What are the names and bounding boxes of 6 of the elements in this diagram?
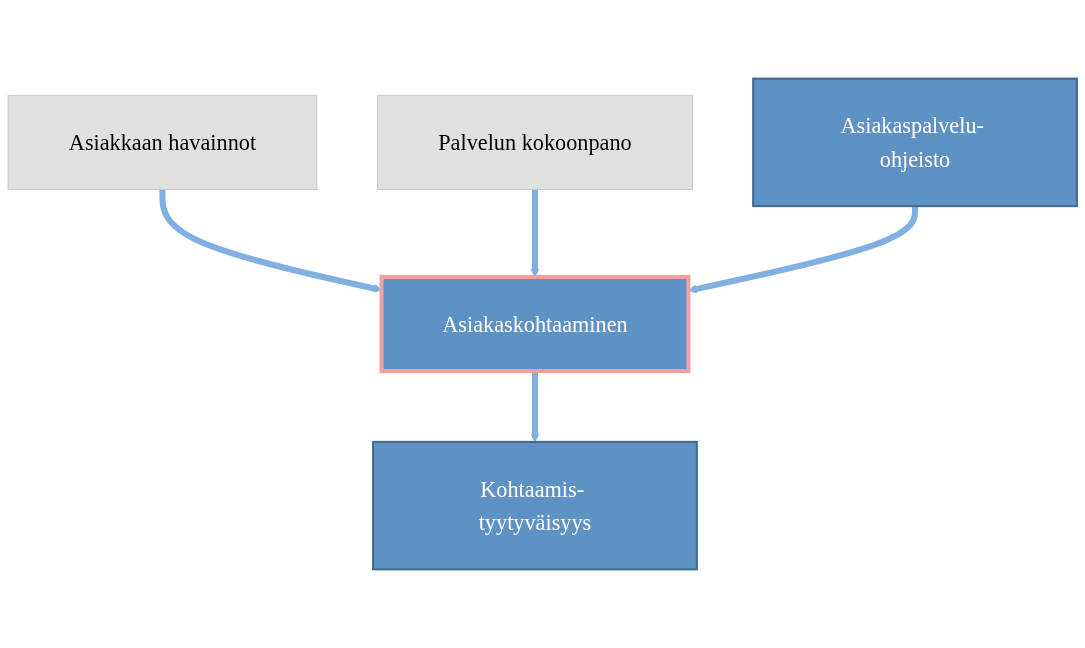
node-box: Asiakaspalvelu- ohjeisto [752,77,1078,208]
arrow [530,371,540,443]
node-box: Kohtaamis- tyytyväisyys [372,440,698,571]
node-box: Palvelun kokoonpano [377,94,693,190]
node-box: Asiakkaan havainnot [7,94,318,190]
node-box: Asiakaskohtaaminen [379,274,691,374]
